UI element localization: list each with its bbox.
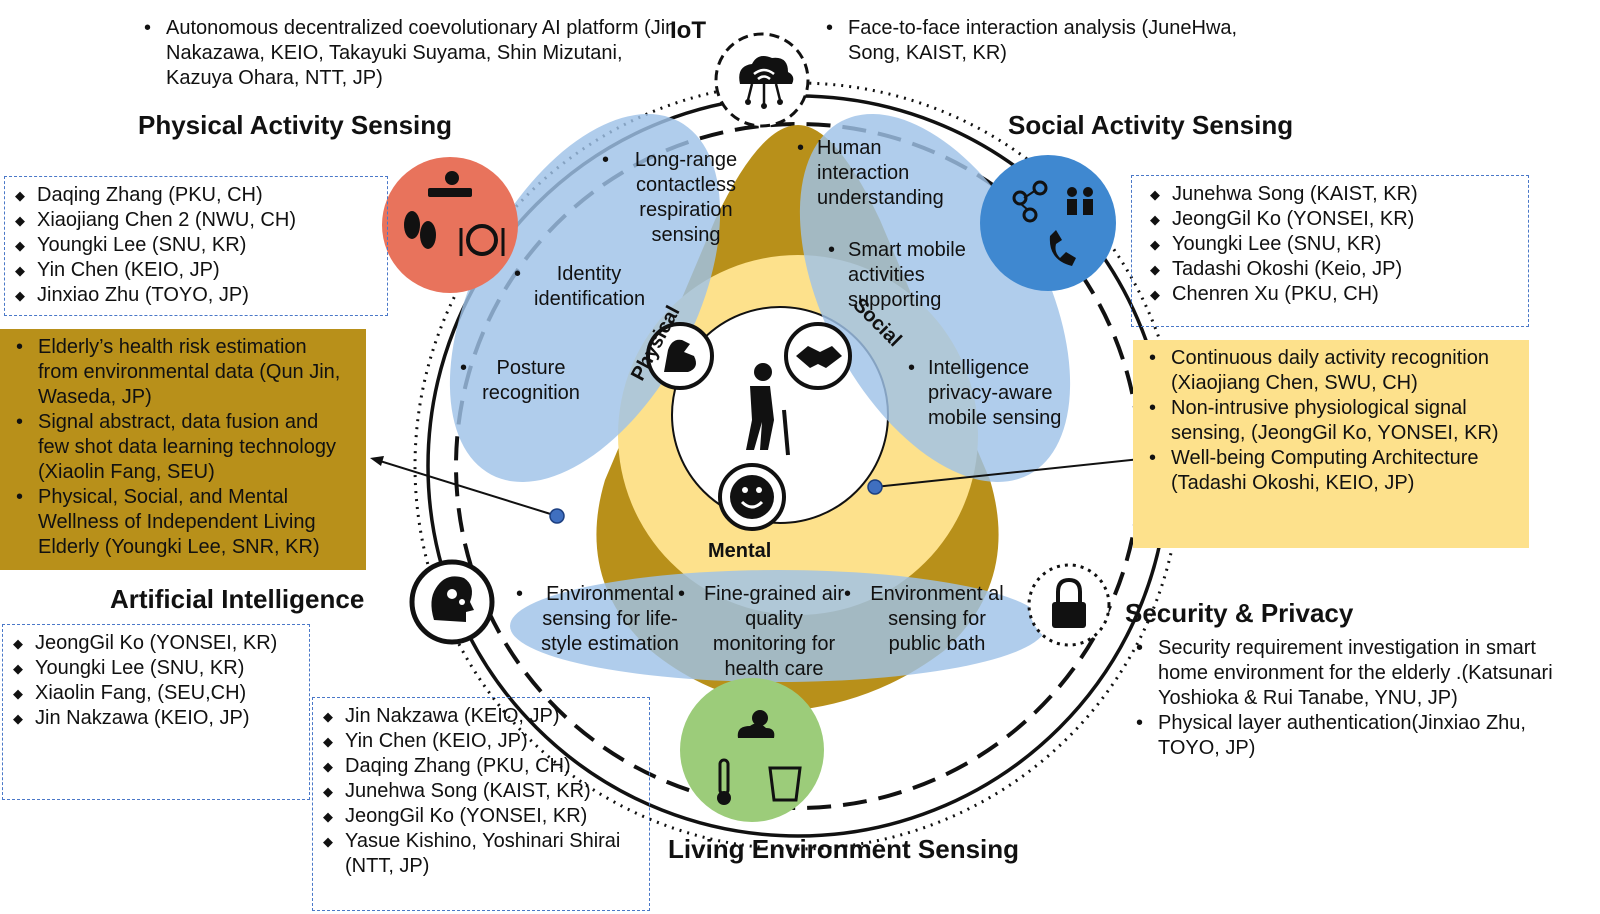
inner-env-item-1: Environmental sensing for life-style est… [514, 582, 684, 657]
inner-physical-item-3: Posture recognition [458, 356, 582, 406]
list-item: Xiaolin Fang, (SEU,CH) [7, 681, 297, 706]
right-connector-line [874, 457, 1151, 488]
list-item: Daqing Zhang (PKU, CH) [317, 754, 643, 779]
list-item: Youngki Lee (SNU, KR) [9, 233, 379, 258]
lock-icon [1027, 563, 1111, 647]
list-item: Tadashi Okoshi (Keio, JP) [1144, 257, 1524, 282]
mental-label: Mental [708, 540, 772, 562]
iot-right-item: Face-to-face interaction analysis (JuneH… [820, 16, 1270, 66]
physical-people-list: Daqing Zhang (PKU, CH) Xiaojiang Chen 2 … [9, 183, 379, 308]
list-item: Environmental sensing for life-style est… [514, 582, 684, 657]
inner-physical-item-1: Long-range contactless respiration sensi… [600, 148, 750, 248]
environment-icon [680, 678, 824, 822]
inner-physical-item-2: Identity identification [512, 262, 645, 312]
list-item: Continuous daily activity recognition (X… [1143, 346, 1523, 396]
social-activity-title: Social Activity Sensing [1008, 110, 1294, 140]
list-item: Posture recognition [458, 356, 582, 406]
inner-social-item-2: Smart mobile activities supporting [826, 238, 986, 313]
list-item: Jinxiao Zhu (TOYO, JP) [9, 283, 379, 308]
list-item: Physical, Social, and Mental Wellness of… [10, 485, 350, 560]
list-item: Chenren Xu (PKU, CH) [1144, 282, 1524, 307]
handshake-icon [784, 322, 852, 390]
ai-title: Artificial Intelligence [110, 584, 365, 614]
security-list: Security requirement investigation in sm… [1130, 636, 1570, 761]
list-item: Identity identification [512, 262, 645, 312]
physical-people-box: Daqing Zhang (PKU, CH) Xiaojiang Chen 2 … [4, 176, 388, 316]
physical-activity-icon [382, 157, 518, 293]
ai-people-box: JeongGil Ko (YONSEI, KR) Youngki Lee (SN… [2, 624, 310, 800]
list-item: Yin Chen (KEIO, JP) [9, 258, 379, 283]
right-yellow-box: Continuous daily activity recognition (X… [1133, 340, 1529, 548]
living-env-title: Living Environment Sensing [668, 834, 1020, 864]
iot-left-item: Autonomous decentralized coevolutionary … [138, 16, 678, 91]
list-item: Security requirement investigation in sm… [1130, 636, 1570, 711]
ai-people-list: JeongGil Ko (YONSEI, KR) Youngki Lee (SN… [7, 631, 297, 731]
list-item: Junehwa Song (KAIST, KR) [317, 779, 643, 804]
list-item: Xiaojiang Chen 2 (NWU, CH) [9, 208, 379, 233]
env-people-list: Jin Nakzawa (KEIO, JP) Yin Chen (KEIO, J… [317, 704, 643, 879]
inner-social-item-3: Intelligence privacy-aware mobile sensin… [906, 356, 1086, 431]
yellow-list: Continuous daily activity recognition (X… [1143, 346, 1523, 496]
smiley-icon [718, 463, 786, 531]
left-arrowhead [370, 456, 384, 466]
muscle-icon [646, 322, 714, 390]
list-item: Junehwa Song (KAIST, KR) [1144, 182, 1524, 207]
security-title: Security & Privacy [1125, 598, 1354, 628]
list-item: JeongGil Ko (YONSEI, KR) [1144, 207, 1524, 232]
iot-left-list: Autonomous decentralized coevolutionary … [138, 16, 678, 91]
list-item: Daqing Zhang (PKU, CH) [9, 183, 379, 208]
elderly-walking-icon [746, 363, 790, 456]
list-item: Signal abstract, data fusion and few sho… [10, 410, 350, 485]
physical-activity-title: Physical Activity Sensing [138, 110, 453, 140]
list-item: Yasue Kishino, Yoshinari Shirai (NTT, JP… [317, 829, 643, 879]
list-item: Smart mobile activities supporting [826, 238, 986, 313]
cloud-wifi-icon [714, 32, 810, 128]
list-item: Environment al sensing for public bath [842, 582, 1010, 657]
list-item: Long-range contactless respiration sensi… [600, 148, 750, 248]
list-item: Jin Nakzawa (KEIO, JP) [317, 704, 643, 729]
list-item: JeongGil Ko (YONSEI, KR) [317, 804, 643, 829]
list-item: Elderly’s health risk estimation from en… [10, 335, 350, 410]
list-item: Well-being Computing Architecture (Tadas… [1143, 446, 1523, 496]
list-item: Jin Nakzawa (KEIO, JP) [7, 706, 297, 731]
inner-social-item-1: Human interaction understanding [795, 136, 965, 211]
inner-env-item-3: Environment al sensing for public bath [842, 582, 1010, 657]
list-item: Youngki Lee (SNU, KR) [7, 656, 297, 681]
env-people-box: Jin Nakzawa (KEIO, JP) Yin Chen (KEIO, J… [312, 697, 650, 911]
list-item: Intelligence privacy-aware mobile sensin… [906, 356, 1086, 431]
list-item: Youngki Lee (SNU, KR) [1144, 232, 1524, 257]
inner-env-item-2: Fine-grained air quality monitoring for … [676, 582, 850, 682]
iot-right-list: Face-to-face interaction analysis (JuneH… [820, 16, 1270, 66]
list-item: Fine-grained air quality monitoring for … [676, 582, 850, 682]
right-connector-dot [867, 479, 883, 495]
list-item: Human interaction understanding [795, 136, 965, 211]
social-network-icon [980, 155, 1116, 291]
left-connector-dot [549, 508, 565, 524]
ai-head-icon [409, 559, 495, 645]
social-people-list: Junehwa Song (KAIST, KR) JeongGil Ko (YO… [1144, 182, 1524, 307]
left-connector-line [379, 460, 558, 517]
olive-list: Elderly’s health risk estimation from en… [10, 335, 350, 560]
list-item: Non-intrusive physiological signal sensi… [1143, 396, 1523, 446]
list-item: JeongGil Ko (YONSEI, KR) [7, 631, 297, 656]
list-item: Yin Chen (KEIO, JP) [317, 729, 643, 754]
social-people-box: Junehwa Song (KAIST, KR) JeongGil Ko (YO… [1131, 175, 1529, 327]
list-item: Physical layer authentication(Jinxiao Zh… [1130, 711, 1570, 761]
left-olive-box: Elderly’s health risk estimation from en… [0, 329, 366, 570]
